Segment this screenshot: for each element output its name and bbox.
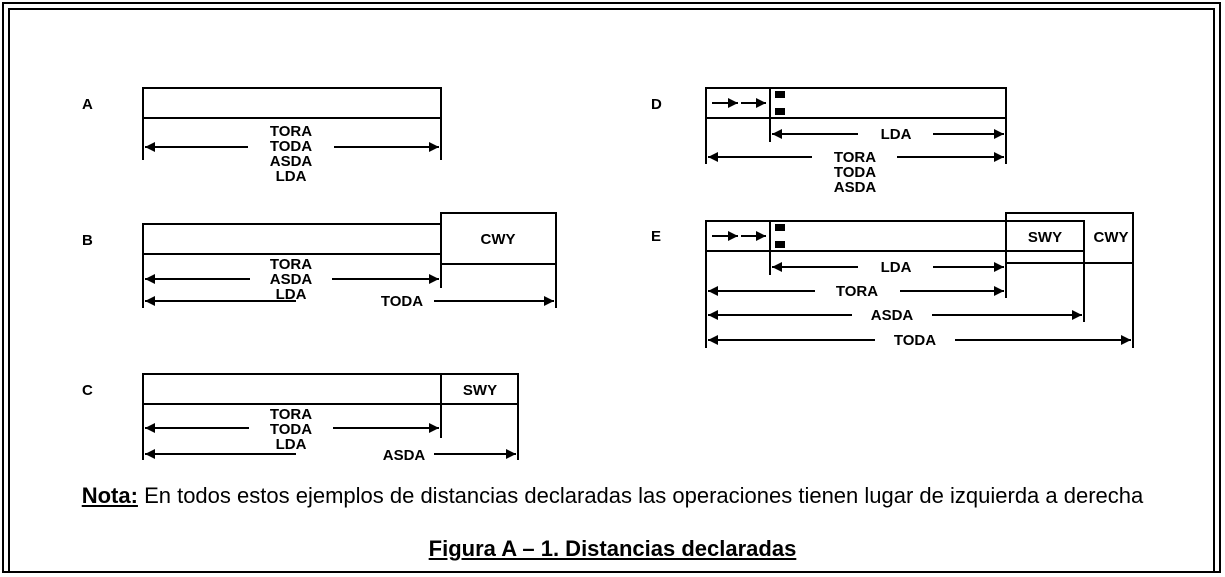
label-toda: TODA — [270, 421, 312, 438]
stopway-box-c — [440, 373, 519, 405]
label-asda: ASDA — [383, 447, 426, 464]
box-label-cwy: CWY — [1094, 229, 1129, 246]
label-asda: ASDA — [270, 153, 313, 170]
label-toda: TODA — [270, 138, 312, 155]
runway-d — [705, 87, 1007, 119]
label-toda: TODA — [834, 164, 876, 181]
note-body: En todos estos ejemplos de distancias de… — [137, 483, 1144, 508]
label-toda: TODA — [894, 332, 936, 349]
note-text: Nota: En todos estos ejemplos de distanc… — [0, 482, 1225, 509]
label-asda: ASDA — [834, 179, 877, 196]
threshold-marking-icon — [775, 241, 785, 248]
label-tora: TORA — [270, 256, 312, 273]
panel-e — [705, 212, 1134, 348]
label-lda: LDA — [881, 259, 912, 276]
runway-c — [142, 373, 442, 405]
box-label-swy: SWY — [1028, 229, 1062, 246]
label-tora: TORA — [836, 283, 878, 300]
panel-letter-a: A — [82, 96, 93, 113]
note-label: Nota: — [81, 483, 138, 508]
declared-distances-diagram: A B C D E TORA TODA ASDA LDA CWY TORA AS… — [82, 87, 1134, 464]
runway-a — [142, 87, 442, 119]
label-asda: ASDA — [270, 271, 313, 288]
label-tora: TORA — [270, 123, 312, 140]
box-label-cwy: CWY — [481, 231, 516, 248]
panel-letter-e: E — [651, 228, 661, 245]
clearway-box-b — [440, 212, 557, 265]
stopway-box-e — [1005, 220, 1085, 252]
threshold-marking-icon — [775, 108, 785, 115]
threshold-marking-icon — [775, 224, 785, 231]
panel-letter-d: D — [651, 96, 662, 113]
panel-a — [142, 87, 442, 160]
panel-letter-b: B — [82, 232, 93, 249]
label-lda: LDA — [276, 168, 307, 185]
label-lda: LDA — [881, 126, 912, 143]
figure-title: Figura A – 1. Distancias declaradas — [428, 536, 797, 561]
label-lda: LDA — [276, 286, 307, 303]
label-tora: TORA — [834, 149, 876, 166]
threshold-marking-icon — [775, 91, 785, 98]
label-tora: TORA — [270, 406, 312, 423]
panel-letter-c: C — [82, 382, 93, 399]
box-label-swy: SWY — [463, 382, 497, 399]
inner-frame — [8, 8, 1215, 571]
panel-d — [705, 87, 1007, 164]
panel-b — [142, 212, 557, 308]
panel-c — [142, 373, 519, 460]
label-lda: LDA — [276, 436, 307, 453]
label-toda: TODA — [381, 293, 423, 310]
runway-b — [142, 223, 442, 255]
label-asda: ASDA — [871, 307, 914, 324]
